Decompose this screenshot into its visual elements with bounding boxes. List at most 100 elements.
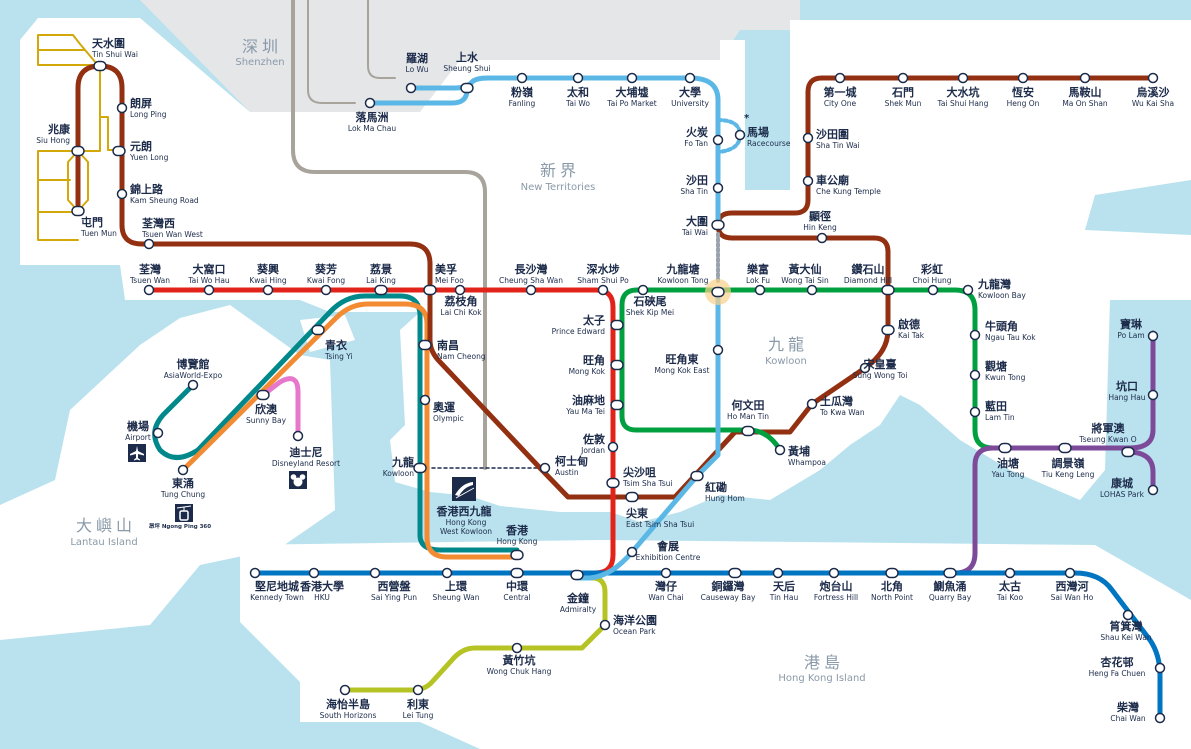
station-marker[interactable] — [539, 462, 551, 474]
station-marker[interactable] — [1147, 330, 1159, 342]
station-marker[interactable] — [320, 284, 332, 296]
station-marker[interactable] — [262, 284, 274, 296]
station-marker[interactable] — [969, 406, 981, 418]
interchange-marker[interactable] — [311, 324, 325, 336]
station-marker[interactable] — [607, 441, 619, 453]
interchange-marker[interactable] — [71, 205, 85, 217]
station-marker[interactable] — [441, 567, 453, 579]
station-marker[interactable] — [143, 238, 155, 250]
interchange-marker[interactable] — [881, 324, 895, 336]
station-marker[interactable] — [969, 369, 981, 381]
station-marker[interactable] — [412, 684, 424, 696]
interchange-marker[interactable] — [93, 60, 107, 72]
station-marker[interactable] — [1147, 72, 1159, 84]
station-marker[interactable] — [1147, 484, 1159, 496]
interchange-marker[interactable] — [728, 567, 742, 579]
interchange-marker[interactable] — [885, 567, 899, 579]
station-marker[interactable] — [249, 567, 261, 579]
station-marker[interactable] — [516, 72, 528, 84]
station-marker[interactable] — [572, 72, 584, 84]
station-marker[interactable] — [806, 398, 818, 410]
station-marker[interactable] — [1017, 72, 1029, 84]
station-marker[interactable] — [308, 567, 320, 579]
station-marker[interactable] — [660, 567, 672, 579]
station-marker[interactable] — [1147, 389, 1159, 401]
interchange-marker[interactable] — [413, 462, 427, 474]
interchange-marker[interactable] — [374, 284, 388, 296]
interchange-marker[interactable] — [510, 549, 524, 561]
station-marker[interactable] — [712, 182, 724, 194]
interchange-marker[interactable] — [998, 442, 1012, 454]
station-marker[interactable] — [897, 72, 909, 84]
interchange-marker[interactable] — [1058, 442, 1072, 454]
station-marker[interactable] — [772, 567, 784, 579]
station-marker[interactable] — [1122, 609, 1134, 621]
station-marker[interactable] — [152, 427, 164, 439]
interchange-marker[interactable] — [256, 389, 270, 401]
interchange-marker[interactable] — [1121, 446, 1135, 458]
interchange-marker[interactable] — [610, 399, 624, 411]
station-marker[interactable] — [419, 394, 431, 406]
station-marker[interactable] — [774, 444, 786, 456]
station-marker[interactable] — [187, 379, 199, 391]
station-marker[interactable] — [511, 642, 523, 654]
station-marker[interactable] — [962, 284, 974, 296]
interchange-marker[interactable] — [510, 567, 524, 579]
station-marker[interactable] — [712, 344, 724, 356]
interchange-marker[interactable] — [423, 284, 437, 296]
station-marker[interactable] — [957, 72, 969, 84]
station-marker[interactable] — [369, 567, 381, 579]
station-marker[interactable] — [626, 546, 638, 558]
station-marker[interactable] — [364, 97, 376, 109]
